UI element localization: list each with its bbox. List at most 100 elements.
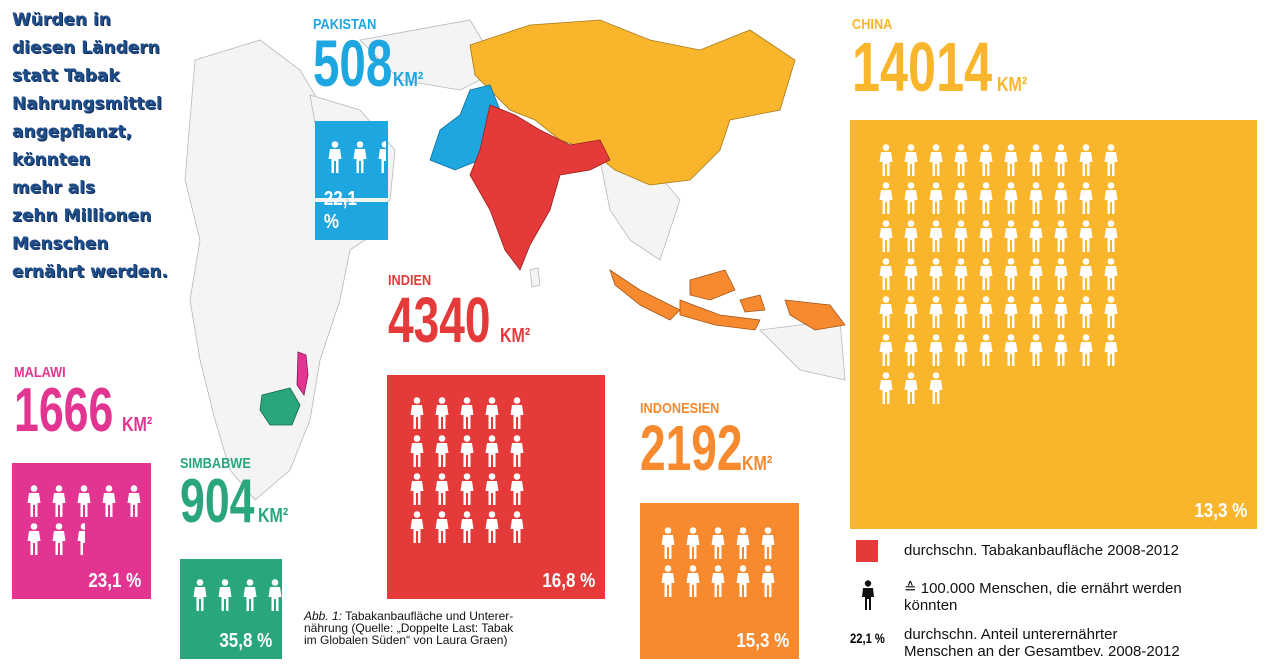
person-icon — [954, 182, 968, 214]
person-icon — [1104, 334, 1118, 366]
person-icon — [904, 334, 918, 366]
headline-line: diesen Ländern — [12, 38, 160, 58]
person-icon — [929, 296, 943, 328]
person-icon — [1104, 296, 1118, 328]
country-name: INDONESIEN — [640, 400, 720, 417]
pct-pakistan: 22,1 % — [323, 188, 357, 233]
person-icon — [736, 565, 750, 597]
person-icon — [979, 258, 993, 290]
person-icon — [1029, 334, 1043, 366]
person-icon — [1104, 144, 1118, 176]
box-china: 13,3 % — [850, 120, 1257, 529]
person-icon — [27, 523, 41, 555]
person-icon — [686, 527, 700, 559]
pct-china: 13,3 % — [1194, 500, 1247, 522]
legend-area-label: durchschn. Tabakanbaufläche 2008-2012 — [904, 542, 1179, 559]
map-indonesia — [609, 269, 846, 331]
headline-line: Menschen — [12, 234, 109, 254]
person-icon — [460, 473, 474, 505]
person-icon — [879, 334, 893, 366]
country-name: SIMBABWE — [180, 455, 251, 472]
map-india — [469, 104, 611, 271]
person-icon — [761, 527, 775, 559]
people-simbabwe — [192, 579, 292, 617]
person-icon — [460, 397, 474, 429]
person-icon — [929, 144, 943, 176]
person-icon — [1079, 220, 1093, 252]
person-icon — [460, 511, 474, 543]
person-icon — [485, 473, 499, 505]
person-icon — [661, 527, 675, 559]
person-icon — [1029, 182, 1043, 214]
person-icon — [1029, 296, 1043, 328]
headline-line: Nahrungsmittel — [12, 94, 162, 114]
person-icon — [435, 435, 449, 467]
person-icon — [410, 511, 424, 543]
person-icon — [1054, 296, 1068, 328]
caption-label: Abb. 1: — [304, 609, 343, 623]
person-icon — [193, 579, 207, 611]
country-name: CHINA — [852, 16, 893, 33]
person-icon — [510, 473, 524, 505]
country-area: 508KM² — [313, 26, 424, 100]
person-icon — [353, 141, 367, 173]
person-icon — [954, 296, 968, 328]
person-icon — [1004, 258, 1018, 290]
person-icon — [27, 485, 41, 517]
person-icon — [1029, 144, 1043, 176]
person-icon — [1054, 182, 1068, 214]
person-icon — [1079, 334, 1093, 366]
person-icon — [904, 372, 918, 404]
pct-simbabwe: 35,8 % — [219, 630, 272, 652]
person-icon — [1004, 334, 1018, 366]
headline-line: zehn Millionen — [12, 206, 152, 226]
person-icon — [686, 565, 700, 597]
caption-text: Tabakanbaufläche und Unterer- — [345, 609, 514, 623]
person-icon — [1079, 296, 1093, 328]
map-zimbabwe — [259, 387, 301, 426]
person-icon — [127, 485, 141, 517]
box-indien: 16,8 % — [387, 375, 605, 599]
person-icon — [1079, 144, 1093, 176]
person-icon — [904, 296, 918, 328]
person-icon — [954, 258, 968, 290]
person-icon — [904, 258, 918, 290]
legend-person-label: ≙ 100.000 Menschen, die ernährt werden k… — [904, 580, 1182, 614]
country-label-pakistan: PAKISTAN 508KM² — [313, 16, 431, 101]
person-icon — [954, 334, 968, 366]
person-icon — [1104, 258, 1118, 290]
person-icon — [929, 372, 943, 404]
headline: Würden in diesen Ländern statt Tabak Nah… — [12, 6, 237, 286]
person-icon — [485, 511, 499, 543]
person-icon — [1004, 296, 1018, 328]
people-indien — [409, 397, 534, 549]
country-name: PAKISTAN — [313, 16, 377, 33]
person-icon — [711, 565, 725, 597]
person-icon — [1054, 144, 1068, 176]
people-malawi — [26, 485, 151, 561]
headline-line: könnten — [12, 150, 91, 170]
person-half-icon — [378, 141, 386, 173]
person-icon — [904, 144, 918, 176]
person-icon — [485, 397, 499, 429]
person-icon — [1029, 220, 1043, 252]
person-icon — [1029, 258, 1043, 290]
person-icon — [929, 220, 943, 252]
person-icon — [904, 182, 918, 214]
person-icon — [435, 511, 449, 543]
person-icon — [1079, 258, 1093, 290]
person-icon — [485, 435, 499, 467]
person-icon — [52, 523, 66, 555]
caption-text: im Globalen Süden“ von Laura Graen) — [304, 633, 508, 647]
box-pakistan-pct: 22,1 % — [315, 188, 388, 240]
people-pakistan — [327, 141, 395, 179]
person-icon — [954, 144, 968, 176]
box-simbabwe: 35,8 % — [180, 559, 282, 659]
person-half-icon — [77, 523, 85, 555]
map-china — [469, 19, 796, 186]
person-icon — [929, 182, 943, 214]
